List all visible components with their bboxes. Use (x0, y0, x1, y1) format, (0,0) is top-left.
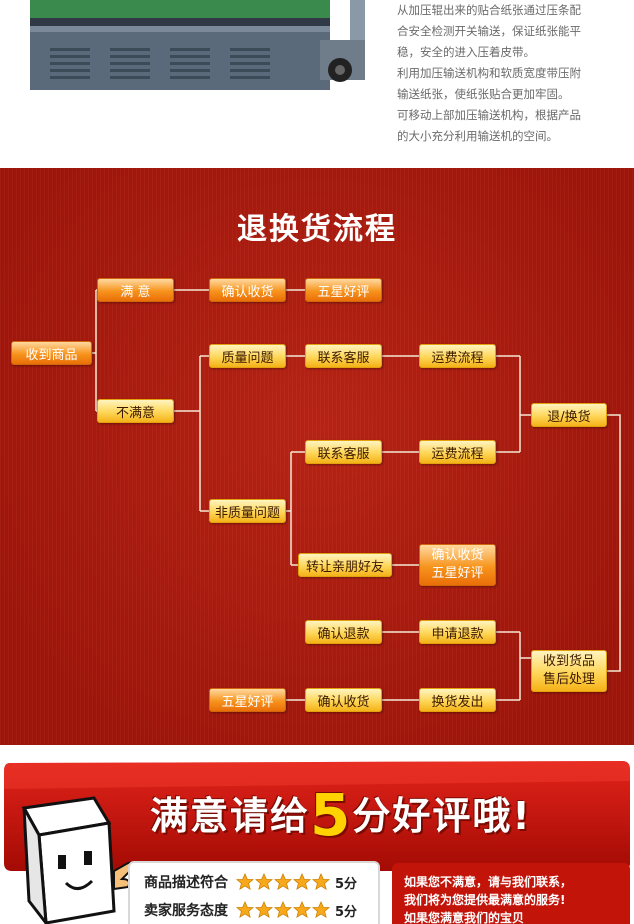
star-icon (312, 873, 330, 890)
description-line: 输送纸张，使纸张贴合更加牢固。 (397, 87, 570, 101)
rating-stars (236, 901, 331, 919)
review-section: 满意请给5分好评哦! 商品描述符合 5分 卖家服务态度 (0, 745, 634, 924)
star-icon (255, 873, 273, 890)
flow-title: 退换货流程 (237, 212, 397, 247)
mascot-icon (21, 796, 134, 924)
star-icon (293, 901, 311, 918)
node-received: 收到商品 (11, 341, 92, 365)
node-shipping-flow: 运费流程 (419, 440, 496, 464)
node-confirm-five-star: 确认收货 五星好评 (419, 544, 496, 586)
rating-row: 商品描述符合 5分 (144, 871, 357, 893)
banner-score: 5 (310, 781, 353, 849)
rating-stars (236, 873, 331, 891)
node-confirm-refund: 确认退款 (305, 620, 382, 644)
node-line: 收到货品 (542, 654, 595, 669)
node-contact-service: 联系客服 (305, 440, 382, 464)
node-exchange-ship: 换货发出 (419, 688, 496, 712)
product-section: 从加压辊出来的贴合纸张通过压条配 合安全检测开关输送，保证纸张能平 稳，安全的进… (0, 0, 634, 168)
description-line: 合安全检测开关输送，保证纸张能平 (397, 24, 581, 38)
node-line: 确认收货 (431, 548, 484, 563)
ratings-panel: 商品描述符合 5分 卖家服务态度 5分 (128, 861, 380, 924)
description-line: 稳，安全的进入压着皮带。 (397, 45, 535, 59)
node-shipping-flow: 运费流程 (419, 344, 496, 368)
return-flow-section: 退换货流程 (0, 168, 634, 745)
node-line: 五星好评 (431, 566, 484, 581)
banner-background (4, 761, 630, 871)
star-icon (236, 873, 254, 890)
description-line: 利用加压输送机构和软质宽度带压附 (397, 66, 581, 80)
star-icon (255, 901, 273, 918)
node-line: 售后处理 (542, 672, 595, 687)
node-satisfied: 满 意 (97, 278, 174, 302)
node-five-star: 五星好评 (209, 688, 286, 712)
star-icon (236, 901, 254, 918)
node-apply-refund: 申请退款 (419, 620, 496, 644)
rating-score: 5分 (335, 904, 358, 920)
rating-row: 卖家服务态度 5分 (144, 899, 357, 921)
star-icon (293, 873, 311, 890)
note-line: 如果您满意我们的宝贝 (404, 911, 525, 924)
star-icon (274, 873, 292, 890)
rating-label: 商品描述符合 (144, 875, 228, 891)
note-line: 我们将为您提供最满意的服务! (404, 893, 566, 907)
node-transfer-friend: 转让亲朋好友 (298, 553, 392, 577)
review-banner: 满意请给5分好评哦! (0, 755, 634, 875)
node-five-star: 五星好评 (305, 278, 382, 302)
node-unsatisfied: 不满意 (97, 399, 174, 423)
banner-pre: 满意请给 (150, 794, 311, 838)
star-icon (312, 901, 330, 918)
node-confirm-receipt: 确认收货 (209, 278, 286, 302)
rating-label: 卖家服务态度 (144, 903, 228, 919)
contact-note: 如果您不满意，请与我们联系， 我们将为您提供最满意的服务! 如果您满意我们的宝贝 (392, 863, 630, 924)
node-after-sales: 收到货品 售后处理 (531, 650, 607, 692)
rating-score: 5分 (335, 876, 358, 892)
banner-post: 分好评哦! (352, 794, 532, 838)
product-description: 从加压辊出来的贴合纸张通过压条配 合安全检测开关输送，保证纸张能平 稳，安全的进… (397, 0, 622, 147)
machine-image (30, 0, 365, 95)
description-line: 从加压辊出来的贴合纸张通过压条配 (397, 3, 581, 17)
node-contact-service: 联系客服 (305, 344, 382, 368)
note-line: 如果您不满意，请与我们联系， (404, 875, 573, 889)
node-quality-issue: 质量问题 (209, 344, 286, 368)
node-non-quality-issue: 非质量问题 (209, 499, 286, 523)
description-line: 的大小充分利用输送机的空间。 (397, 129, 558, 143)
banner-text: 满意请给5分好评哦! (150, 781, 532, 849)
node-return-exchange: 退/换货 (531, 403, 607, 427)
star-icon (274, 901, 292, 918)
description-line: 可移动上部加压输送机构，根据产品 (397, 108, 581, 122)
node-confirm-receipt: 确认收货 (305, 688, 382, 712)
flow-connectors (92, 289, 621, 701)
